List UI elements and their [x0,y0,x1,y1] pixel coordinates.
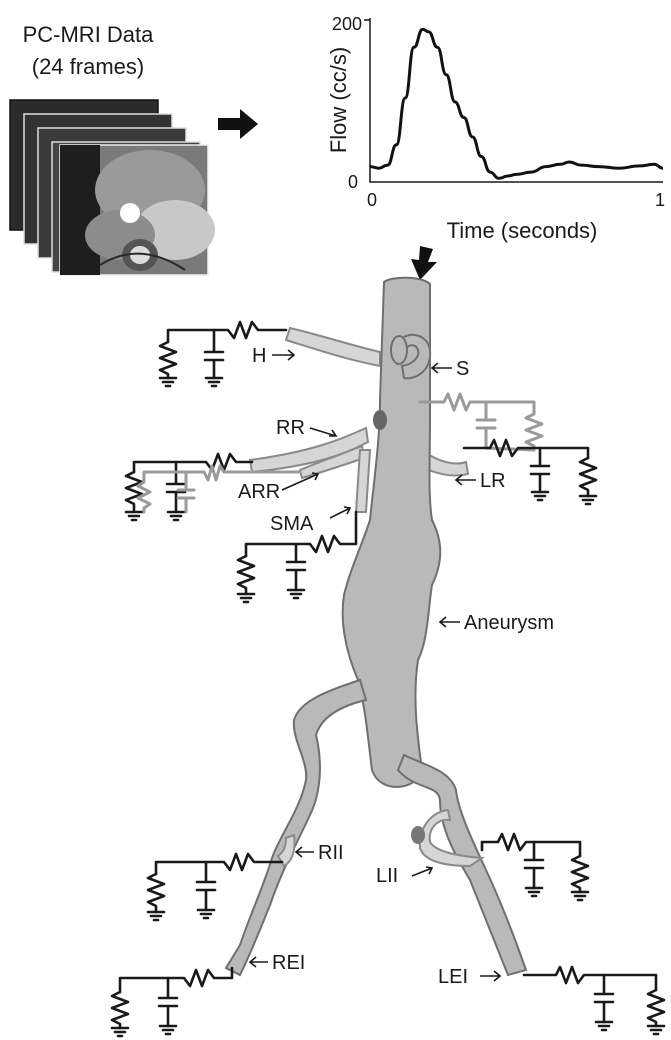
label-lei: LEI [438,966,500,988]
outlet-circuit-hepatic [160,322,286,386]
label-rei-text: REI [272,952,305,974]
x-tick-label-1: 1 [655,190,665,210]
label-lei-text: LEI [438,966,468,988]
x-tick-label-0: 0 [367,190,377,210]
renal-ostium [373,410,387,430]
flow-plot: 200 0 0 1 Flow (cc/s) Time (seconds) [326,14,665,243]
label-s-text: S [456,358,469,380]
label-h-text: H [252,345,266,367]
label-sma-text: SMA [270,513,314,535]
input-title-line1: PC-MRI Data [23,22,155,47]
outlet-circuit-right-external-iliac [112,968,232,1036]
y-tick-label-200: 200 [332,14,362,34]
label-rr: RR [276,417,336,439]
label-aneurysm: Aneurysm [440,612,554,634]
y-axis-label: Flow (cc/s) [326,47,351,153]
label-aneurysm-text: Aneurysm [464,612,554,634]
label-arr-text: ARR [238,481,280,503]
label-lr-text: LR [480,470,506,492]
x-axis-label: Time (seconds) [447,218,598,243]
outlet-circuit-left-internal-iliac [482,834,588,900]
flow-plot-axes [370,18,663,182]
label-h: H [252,345,294,367]
left-internal-iliac-stump [411,826,425,844]
label-sma: SMA [270,507,350,535]
label-lii: LII [376,865,432,887]
pc-mri-image-stack: PC-MRI Data (24 frames) [10,22,215,275]
label-lii-text: LII [376,865,398,887]
right-arrow-icon [218,109,258,139]
y-tick-label-0: 0 [348,172,358,192]
label-rei: REI [250,952,305,974]
right-iliac-artery [226,680,366,975]
mri-slice-image [60,145,215,275]
hepatic-branch [286,328,380,366]
label-s: S [432,358,469,380]
label-rii: RII [296,842,344,864]
outlet-circuit-left-external-iliac [524,967,664,1034]
label-rii-text: RII [318,842,344,864]
outlet-circuit-splenic [420,394,542,450]
input-title-line2: (24 frames) [32,54,144,79]
label-rr-text: RR [276,417,305,439]
flow-series-line [370,29,663,178]
inflow-arrow-icon [411,246,437,280]
